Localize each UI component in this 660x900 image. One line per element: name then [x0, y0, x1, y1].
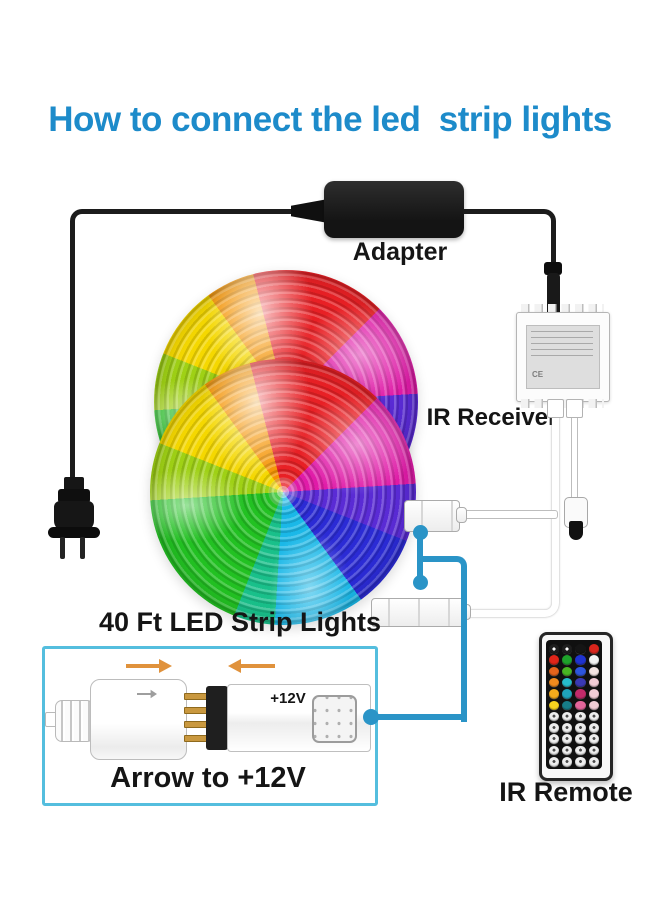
- remote-button: [575, 711, 586, 722]
- receiver-output-pin-1: [547, 399, 564, 418]
- remote-button: [588, 700, 599, 711]
- wall-plug-flange: [48, 527, 100, 538]
- ir-remote-label: IR Remote: [499, 777, 633, 807]
- remote-button: [549, 700, 560, 711]
- remote-button: [549, 689, 560, 699]
- remote-button: [562, 666, 573, 677]
- remote-button: [562, 723, 573, 733]
- strip-connector-2: [371, 598, 465, 627]
- adapter-label: Adapter: [352, 238, 448, 266]
- dc-jack: [544, 262, 562, 275]
- ir-remote-face: [546, 640, 602, 769]
- power-cord: [70, 209, 299, 484]
- remote-button: [575, 644, 586, 654]
- callout-line-elbow: [421, 556, 467, 722]
- plus-12v-label: +12V: [270, 690, 306, 707]
- led-strip-coil-front: [150, 359, 416, 625]
- remote-button: [562, 711, 573, 722]
- remote-button: [549, 655, 560, 665]
- wall-plug-collar: [58, 489, 90, 503]
- remote-button: [588, 723, 599, 733]
- wall-plug-prong-left: [60, 537, 65, 559]
- receiver-to-strip1-wire: [455, 510, 558, 519]
- strip-connector-1: [404, 500, 460, 532]
- remote-button: [549, 745, 560, 756]
- remote-button: [588, 644, 599, 654]
- remote-button: [562, 734, 573, 744]
- receiver-output-pin-2: [566, 399, 583, 418]
- arrow-right-head-icon: [159, 659, 172, 673]
- remote-button: [588, 745, 599, 756]
- remote-button: [588, 677, 599, 688]
- remote-button: [549, 666, 560, 677]
- callout-line-vertical: [417, 530, 423, 582]
- remote-button: [575, 666, 586, 677]
- adapter-output-cord: [463, 209, 556, 272]
- remote-button: [575, 745, 586, 756]
- remote-button: [575, 677, 586, 688]
- remote-button: [588, 757, 599, 767]
- remote-button: [588, 734, 599, 744]
- strip-connector-1-nub: [456, 507, 467, 523]
- remote-button: [549, 644, 560, 654]
- receiver-ce-mark: CE: [532, 370, 544, 379]
- remote-button: [588, 655, 599, 665]
- arrow-left-head-icon: [228, 659, 241, 673]
- remote-button: [575, 723, 586, 733]
- power-adapter: [324, 181, 464, 238]
- remote-button: [562, 689, 573, 699]
- wall-plug-prong-right: [80, 537, 85, 559]
- remote-button: [549, 757, 560, 767]
- remote-button: [562, 745, 573, 756]
- ir-eye-sensor: [569, 521, 583, 540]
- detail-cable-ridges: [55, 700, 94, 742]
- wall-plug-body: [54, 501, 94, 531]
- remote-button: [575, 689, 586, 699]
- molded-arrow-icon: [137, 689, 157, 699]
- detail-connector-body: [90, 679, 187, 760]
- remote-button: [549, 734, 560, 744]
- remote-button: [562, 655, 573, 665]
- remote-button: [575, 700, 586, 711]
- receiver-notches-top: [521, 304, 604, 313]
- arrow-left-icon: [241, 664, 275, 668]
- remote-button: [588, 666, 599, 677]
- callout-line-horizontal: [370, 714, 462, 720]
- remote-button: [549, 723, 560, 733]
- remote-button: [549, 711, 560, 722]
- arrow-right-icon: [126, 664, 160, 668]
- remote-button: [562, 677, 573, 688]
- led-chip: [312, 695, 357, 743]
- remote-button: [562, 644, 573, 654]
- remote-button: [575, 655, 586, 665]
- remote-button: [588, 711, 599, 722]
- receiver-label-text-lines: [531, 331, 593, 361]
- arrow-note-label: Arrow to +12V: [110, 762, 306, 794]
- ir-eye-wire: [571, 412, 578, 504]
- ir-receiver-label: IR Receiver: [426, 404, 558, 431]
- remote-button: [562, 757, 573, 767]
- callout-dot-connector1: [413, 525, 428, 540]
- detail-male-pin-base: [206, 686, 228, 750]
- wall-plug-neck: [64, 477, 84, 491]
- callout-dot-connector2: [413, 575, 428, 590]
- remote-button: [562, 700, 573, 711]
- remote-button: [575, 734, 586, 744]
- remote-button: [588, 689, 599, 699]
- page-title: How to connect the led strip lights: [48, 100, 612, 139]
- remote-button: [575, 757, 586, 767]
- strip-lights-label: 40 Ft LED Strip Lights: [98, 607, 381, 637]
- remote-button: [549, 677, 560, 688]
- callout-dot-detail-box: [363, 709, 379, 725]
